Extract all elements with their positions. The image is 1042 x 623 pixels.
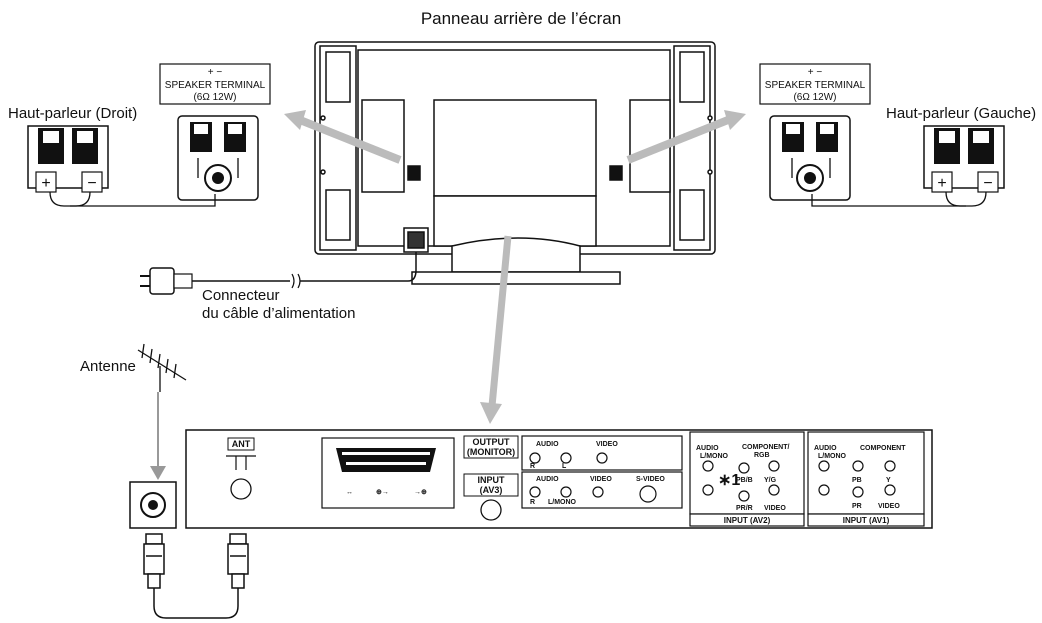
av3-svideo-label: S-VIDEO — [636, 476, 665, 483]
scart-icon-2: ⊕→ — [376, 489, 389, 496]
speaker-left: + − — [923, 125, 1005, 193]
scart-connector — [336, 448, 436, 472]
speaker-left-cable-loop — [945, 191, 987, 207]
arrow-to-panel — [488, 235, 512, 407]
av1-component: COMPONENT — [860, 445, 906, 452]
terminal-polarity-left: + − — [808, 67, 823, 78]
speaker-left-cable — [811, 194, 966, 207]
power-cable-break — [291, 273, 301, 289]
power-cable-right — [300, 252, 417, 282]
speaker-right-plus: + — [41, 175, 50, 192]
speaker-right-minus: − — [87, 175, 96, 192]
terminal-polarity-right: + − — [208, 67, 223, 78]
connection-panel: ANT ↔ ⊕→ →⊕ OUTPUT (MONITOR) AUDIO VIDEO… — [185, 429, 933, 529]
terminal-name-right: SPEAKER TERMINAL — [165, 80, 266, 91]
av2-pr-r: PR/R — [736, 505, 753, 512]
speaker-right-label: Haut-parleur (Droit) — [8, 105, 137, 122]
input-av2-label: INPUT (AV2) — [724, 516, 771, 525]
av1-pb: PB — [852, 477, 862, 484]
av2-video: VIDEO — [764, 505, 786, 512]
av3-r: R — [530, 499, 535, 506]
speaker-right-cable-loop — [49, 191, 91, 207]
av3-mono: L/MONO — [548, 499, 577, 506]
antenna-wall-socket — [129, 481, 177, 529]
speaker-terminal-right: + − SPEAKER TERMINAL (6Ω 12W) — [159, 63, 271, 201]
av1-y: Y — [886, 477, 891, 484]
diagram-title: Panneau arrière de l’écran — [421, 9, 621, 28]
av1-video: VIDEO — [878, 503, 900, 510]
output-r: R — [530, 463, 535, 470]
input-av3-label-1: INPUT — [478, 475, 506, 485]
power-cable-label-2: du câble d’alimentation — [202, 305, 355, 322]
terminal-spec-right: (6Ω 12W) — [193, 92, 236, 103]
ant-jack — [230, 478, 252, 500]
av3-audio-label: AUDIO — [536, 476, 559, 483]
power-cable-label-1: Connecteur — [202, 287, 280, 304]
tv-rear-panel — [314, 41, 716, 285]
arrow-to-right-terminal — [298, 116, 402, 164]
av2-mono: L/MONO — [700, 453, 729, 460]
av3-video-label: VIDEO — [590, 476, 612, 483]
scart-icon-3: →⊕ — [414, 489, 427, 496]
antenna-icon — [137, 343, 187, 392]
av3-jack — [480, 499, 502, 521]
av1-pr: PR — [852, 503, 862, 510]
arrow-head-panel — [480, 402, 502, 424]
terminal-name-left: SPEAKER TERMINAL — [765, 80, 866, 91]
input-av1-box — [807, 431, 925, 515]
coax-cable — [143, 533, 249, 619]
input-av1-label: INPUT (AV1) — [843, 516, 890, 525]
av2-audio-label: AUDIO — [696, 445, 719, 452]
output-audio-label: AUDIO — [536, 441, 559, 448]
av2-pb-b: PB/B — [736, 477, 753, 484]
speaker-left-minus: − — [983, 175, 992, 192]
output-video-label: VIDEO — [596, 441, 618, 448]
arrow-head-left — [724, 110, 746, 130]
speaker-left-plus: + — [937, 175, 946, 192]
terminal-left-wires — [791, 158, 831, 178]
speaker-right-cable — [70, 194, 216, 207]
antenna-arrow — [150, 466, 166, 480]
speaker-right: + − — [27, 125, 109, 193]
av2-component-2: RGB — [754, 452, 770, 459]
output-label-1: OUTPUT — [473, 437, 511, 447]
terminal-right-wires — [197, 158, 239, 178]
scart-icon-1: ↔ — [346, 489, 353, 496]
av2-note: ∗1 — [718, 472, 740, 489]
terminal-spec-left: (6Ω 12W) — [793, 92, 836, 103]
av1-audio-label: AUDIO — [814, 445, 837, 452]
ant-label: ANT — [232, 439, 251, 449]
power-plug — [140, 267, 193, 295]
input-av3-label-2: (AV3) — [480, 485, 503, 495]
output-l: L — [562, 463, 567, 470]
arrow-to-left-terminal — [626, 116, 730, 164]
output-label-2: (MONITOR) — [467, 447, 515, 457]
av1-mono: L/MONO — [818, 453, 847, 460]
speaker-terminal-left: + − SPEAKER TERMINAL (6Ω 12W) — [759, 63, 871, 201]
antenna-label: Antenne — [80, 358, 136, 375]
speaker-left-label: Haut-parleur (Gauche) — [886, 105, 1036, 122]
av2-component-1: COMPONENT/ — [742, 444, 790, 451]
arrow-head-right — [284, 110, 306, 130]
av2-y-g: Y/G — [764, 477, 777, 484]
